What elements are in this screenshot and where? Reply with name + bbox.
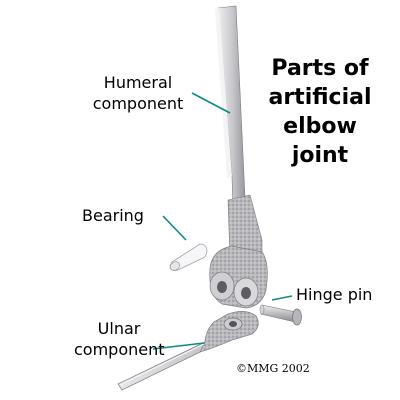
label-line: Humeral — [103, 73, 173, 92]
bearing-shape — [169, 243, 208, 271]
ulnar-component-label: Ulnar component — [74, 318, 165, 360]
ulnar-component-shape — [117, 311, 259, 391]
label-line: component — [74, 340, 165, 359]
humeral-component-shape — [209, 5, 268, 309]
title-line: Parts of — [271, 56, 369, 81]
label-line: component — [92, 94, 184, 113]
bearing-leader-line — [162, 215, 187, 241]
bearing-label: Bearing — [82, 206, 144, 225]
humeral-component-label: Humeral component — [86, 72, 190, 114]
diagram-title: Parts of artificial elbow joint — [258, 54, 382, 170]
copyright-notice: ©MMG 2002 — [236, 362, 310, 375]
hinge-pin-label: Hinge pin — [296, 285, 373, 304]
label-line: Ulnar — [97, 319, 141, 338]
hinge-pin-shape — [259, 304, 302, 326]
humeral-leader-line — [191, 92, 231, 114]
ulnar-leader-line — [152, 342, 205, 350]
title-line: elbow — [283, 114, 357, 139]
title-line: joint — [291, 143, 349, 168]
hinge-pin-leader-line — [271, 295, 293, 301]
title-line: artificial — [268, 85, 372, 110]
